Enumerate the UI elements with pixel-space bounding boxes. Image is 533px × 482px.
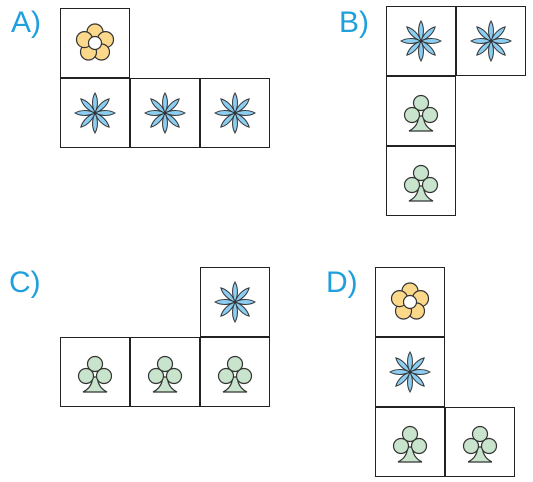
option-a-tile-1 (60, 8, 130, 78)
option-d-tile-2 (375, 337, 445, 407)
club-icon (77, 355, 113, 393)
flower-icon (75, 23, 115, 61)
option-b-tile-1 (386, 6, 456, 76)
option-d-tile-1 (375, 267, 445, 337)
option-a-tile-4 (200, 78, 270, 148)
option-c-tile-3 (130, 337, 200, 407)
club-icon (392, 425, 428, 463)
option-d-tile-4 (445, 407, 515, 477)
flower-icon (390, 282, 430, 320)
option-b-tile-4 (386, 146, 456, 216)
snowflake-icon (470, 20, 512, 62)
snowflake-icon (389, 351, 431, 393)
club-icon (403, 164, 439, 202)
option-c-tile-2 (60, 337, 130, 407)
snowflake-icon (400, 20, 442, 62)
option-a-label[interactable]: A) (11, 6, 41, 39)
snowflake-icon (214, 281, 256, 323)
option-c-tile-1 (200, 267, 270, 337)
snowflake-icon (74, 92, 116, 134)
snowflake-icon (214, 92, 256, 134)
snowflake-icon (144, 92, 186, 134)
option-c-label[interactable]: C) (9, 266, 41, 299)
club-icon (217, 355, 253, 393)
club-icon (147, 355, 183, 393)
option-c-tile-4 (200, 337, 270, 407)
option-d-label[interactable]: D) (326, 266, 358, 299)
option-d-tile-3 (375, 407, 445, 477)
club-icon (403, 94, 439, 132)
option-b-label[interactable]: B) (339, 6, 369, 39)
option-b-tile-2 (456, 6, 526, 76)
option-b-tile-3 (386, 76, 456, 146)
option-a-tile-2 (60, 78, 130, 148)
club-icon (462, 425, 498, 463)
option-a-tile-3 (130, 78, 200, 148)
